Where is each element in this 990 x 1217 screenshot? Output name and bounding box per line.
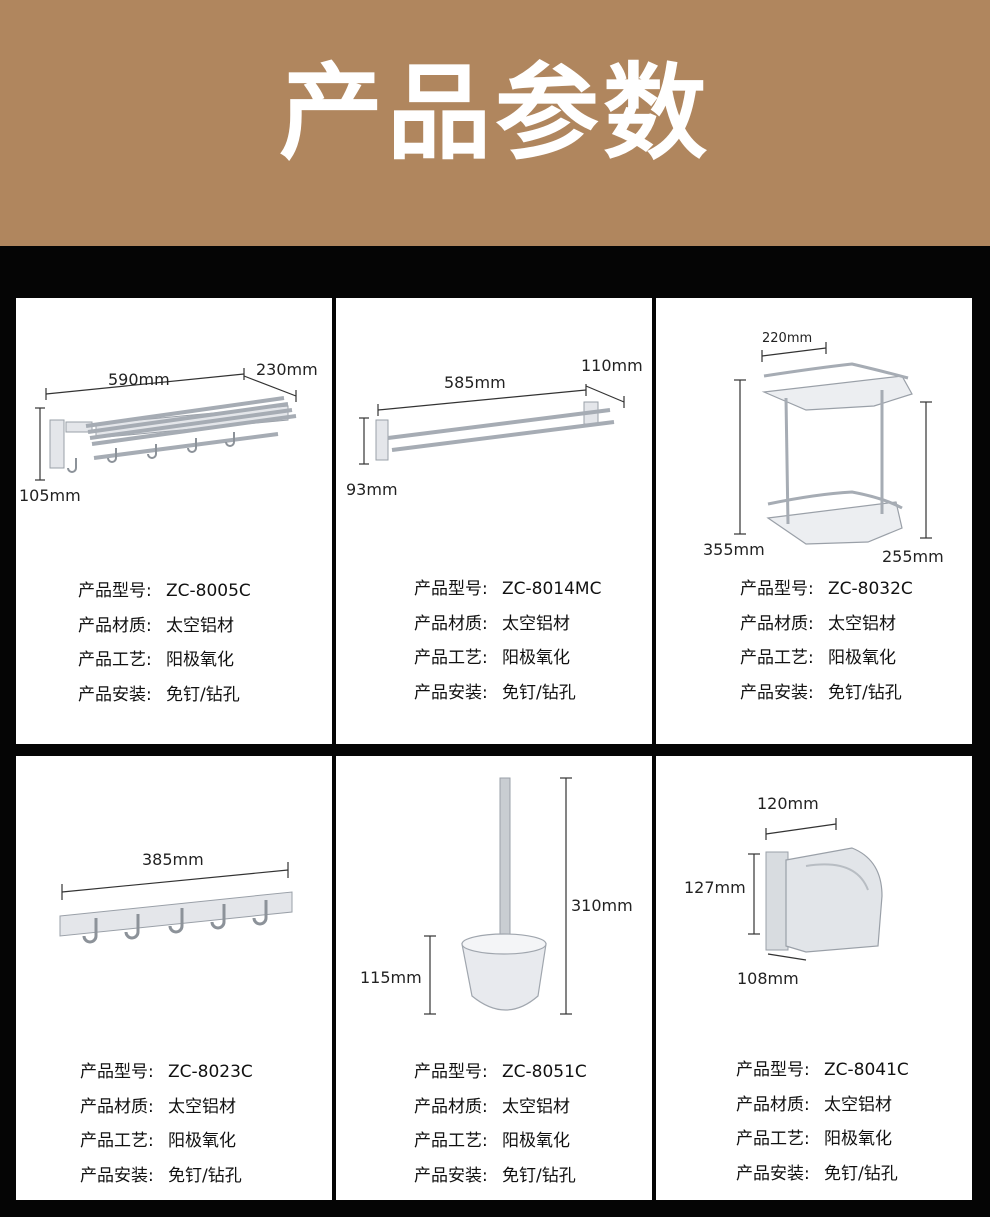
dim-depth: 110mm (581, 356, 643, 375)
spec-install: 产品安装:免钉/钻孔 (414, 1165, 576, 1186)
spec-process: 产品工艺:阳极氧化 (80, 1131, 236, 1151)
product-card-2: 585mm 110mm 93mm 产品型号:ZC-8014MC 产品材质:太空铝… (336, 298, 652, 744)
towel-bar-illustration (359, 384, 625, 465)
spec-list: 产品型号:ZC-8014MC 产品材质:太空铝材 产品工艺:阳极氧化 产品安装:… (414, 572, 601, 710)
dim-height: 310mm (571, 896, 633, 915)
dim-width: 120mm (757, 794, 819, 813)
spec-list: 产品型号:ZC-8051C 产品材质:太空铝材 产品工艺:阳极氧化 产品安装:免… (414, 1055, 587, 1193)
spec-model: 产品型号:ZC-8041C (736, 1060, 909, 1080)
header-banner: 产品参数 (0, 0, 990, 246)
paper-holder-illustration (748, 818, 883, 961)
spec-process: 产品工艺:阳极氧化 (414, 1131, 570, 1151)
hook-rail-illustration (59, 862, 293, 944)
corner-shelf-illustration (734, 342, 932, 545)
spec-list: 产品型号:ZC-8005C 产品材质:太空铝材 产品工艺:阳极氧化 产品安装:免… (78, 574, 251, 712)
dim-height: 105mm (19, 486, 81, 505)
brush-cup (461, 943, 547, 1011)
spec-material: 产品材质:太空铝材 (414, 613, 570, 634)
spec-install: 产品安装:免钉/钻孔 (736, 1163, 898, 1184)
product-card-5: 310mm 115mm 产品型号:ZC-8051C 产品材质:太空铝材 产品工艺… (336, 756, 652, 1200)
product-card-1: 590mm 230mm 105mm 产品型号:ZC-8005C 产品材质:太空铝… (16, 298, 332, 744)
dim-depth: 230mm (256, 360, 318, 379)
dim-depth: 108mm (737, 969, 799, 988)
dim-width: 590mm (108, 370, 170, 389)
brush-handle (499, 777, 511, 959)
dim-height: 127mm (684, 878, 746, 897)
page-title: 产品参数 (278, 52, 711, 174)
spec-install: 产品安装:免钉/钻孔 (414, 682, 576, 703)
spec-list: 产品型号:ZC-8041C 产品材质:太空铝材 产品工艺:阳极氧化 产品安装:免… (736, 1053, 909, 1191)
dim-width: 385mm (142, 850, 204, 869)
dim-width: 585mm (444, 373, 506, 392)
spec-process: 产品工艺:阳极氧化 (78, 650, 234, 670)
spec-list: 产品型号:ZC-8032C 产品材质:太空铝材 产品工艺:阳极氧化 产品安装:免… (740, 572, 913, 710)
spec-model: 产品型号:ZC-8032C (740, 579, 913, 599)
spec-material: 产品材质:太空铝材 (78, 615, 234, 636)
spec-material: 产品材质:太空铝材 (80, 1096, 236, 1117)
dim-depth: 255mm (882, 547, 944, 566)
spec-model: 产品型号:ZC-8014MC (414, 579, 602, 599)
dim-height: 93mm (346, 480, 398, 499)
dim-width: 220mm (762, 331, 813, 346)
spec-install: 产品安装:免钉/钻孔 (78, 684, 240, 705)
spec-model: 产品型号:ZC-8005C (78, 581, 251, 601)
dim-cup: 115mm (360, 968, 422, 987)
spec-list: 产品型号:ZC-8023C 产品材质:太空铝材 产品工艺:阳极氧化 产品安装:免… (80, 1055, 253, 1193)
spec-material: 产品材质:太空铝材 (736, 1094, 892, 1115)
spec-process: 产品工艺:阳极氧化 (736, 1129, 892, 1149)
spec-model: 产品型号:ZC-8023C (80, 1062, 253, 1082)
dim-height: 355mm (703, 540, 765, 559)
towel-rack-illustration (35, 368, 297, 481)
product-card-3: 220mm 355mm 255mm 产品型号:ZC-8032C 产品材质:太空铝… (656, 298, 972, 744)
toilet-brush-illustration (424, 777, 572, 1015)
spec-material: 产品材质:太空铝材 (740, 613, 896, 634)
spec-process: 产品工艺:阳极氧化 (740, 648, 896, 668)
rail-plate (59, 891, 293, 937)
spec-model: 产品型号:ZC-8051C (414, 1062, 587, 1082)
holder-backplate (765, 851, 789, 951)
product-card-4: 385mm 产品型号:ZC-8023C 产品材质:太空铝材 产品工艺:阳极氧化 … (16, 756, 332, 1200)
spec-install: 产品安装:免钉/钻孔 (80, 1165, 242, 1186)
spec-material: 产品材质:太空铝材 (414, 1096, 570, 1117)
holder-cover (785, 847, 883, 953)
product-card-6: 120mm 127mm 108mm 产品型号:ZC-8041C 产品材质:太空铝… (656, 756, 972, 1200)
spec-process: 产品工艺:阳极氧化 (414, 648, 570, 668)
spec-install: 产品安装:免钉/钻孔 (740, 682, 902, 703)
